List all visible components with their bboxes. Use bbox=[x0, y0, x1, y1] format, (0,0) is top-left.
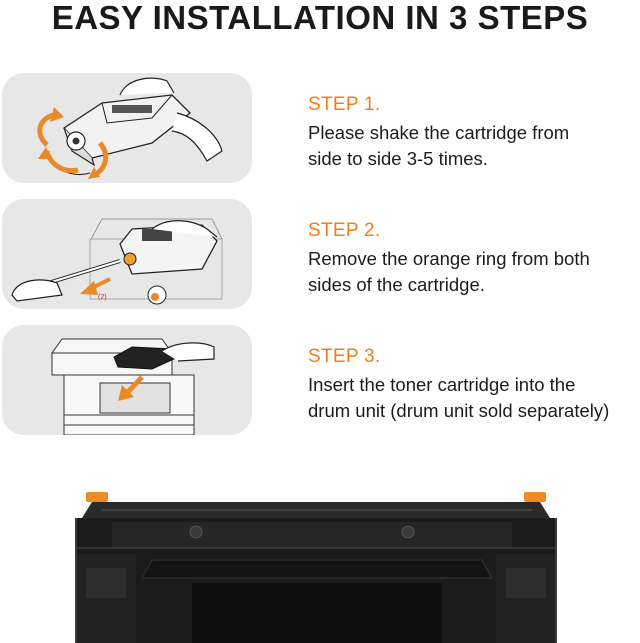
pull-arrow-icon bbox=[80, 277, 111, 295]
insert-arrow-icon bbox=[118, 375, 144, 401]
step-label: STEP 3. bbox=[308, 346, 381, 367]
step3-instructions: STEP 3. Insert the toner cartridge into … bbox=[308, 345, 640, 424]
step-description-line: Please shake the cartridge from bbox=[308, 122, 570, 143]
remove-ring-drawing: (2) bbox=[11, 218, 223, 305]
step2-marker: (2) bbox=[98, 294, 107, 301]
toner-cartridge-drawing bbox=[75, 492, 557, 643]
step-description-line: drum unit (drum unit sold separately) bbox=[308, 400, 610, 421]
shake-cartridge-drawing bbox=[37, 77, 223, 179]
step2-illustration: (2) bbox=[2, 199, 252, 309]
insert-cartridge-drawing bbox=[51, 338, 215, 435]
page-title: EASY INSTALLATION IN 3 STEPS bbox=[51, 0, 589, 36]
step-description: Remove the orange ring from both sides o… bbox=[308, 246, 640, 298]
step-description-line: sides of the cartridge. bbox=[308, 274, 485, 295]
shake-arrows-icon bbox=[37, 107, 109, 179]
step-label: STEP 1. bbox=[308, 94, 381, 115]
step-description-line: Insert the toner cartridge into the bbox=[308, 374, 576, 395]
step-description: Please shake the cartridge from side to … bbox=[308, 120, 640, 172]
step-description-line: side to side 3-5 times. bbox=[308, 148, 488, 169]
step3-illustration bbox=[2, 325, 252, 435]
toner-cartridge-image bbox=[72, 488, 560, 643]
step1-instructions: STEP 1. Please shake the cartridge from … bbox=[308, 93, 640, 172]
step-description: Insert the toner cartridge into the drum… bbox=[308, 372, 640, 424]
step1-illustration bbox=[2, 73, 252, 183]
step-label: STEP 2. bbox=[308, 220, 381, 241]
step2-instructions: STEP 2. Remove the orange ring from both… bbox=[308, 219, 640, 298]
step-description-line: Remove the orange ring from both bbox=[308, 248, 590, 269]
